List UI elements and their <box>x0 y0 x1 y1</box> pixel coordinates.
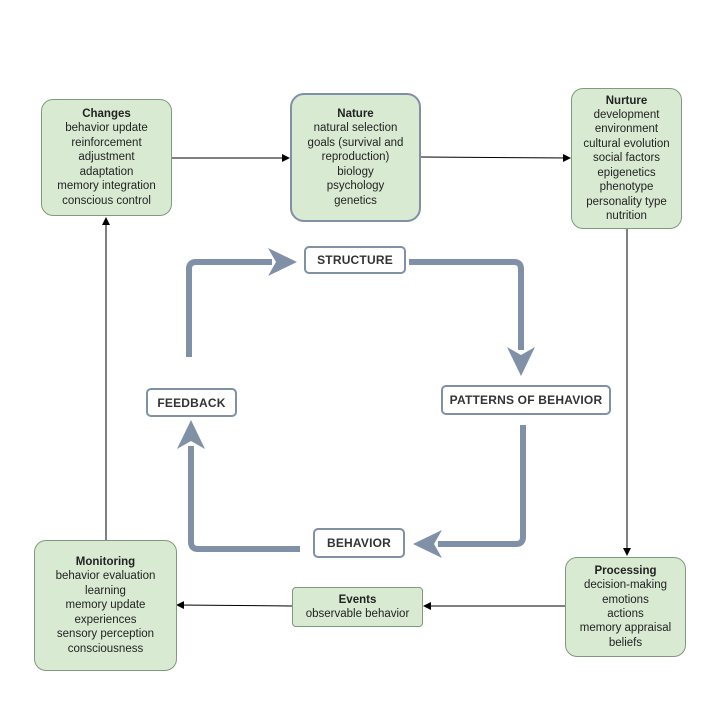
box-item: beliefs <box>608 636 643 649</box>
cycle-arrowhead-patterns <box>507 347 535 376</box>
box-item: behavior update <box>65 122 148 135</box>
box-item: cultural evolution <box>583 137 670 150</box>
box-item: emotions <box>602 593 649 606</box>
box-item: memory integration <box>57 180 156 193</box>
box-item: memory appraisal <box>579 622 672 635</box>
cycle-arrowhead-feedback <box>177 420 205 449</box>
arrow-events-to-monitoring <box>176 601 293 610</box>
box-item: psychology <box>326 180 385 193</box>
box-item: epigenetics <box>597 166 656 179</box>
box-item: behavior evaluation <box>55 570 156 583</box>
box-item: personality type <box>586 195 667 208</box>
arrow-nature-to-nurture <box>420 153 571 162</box>
behavior-label: BEHAVIOR <box>313 528 405 558</box>
box-item: conscious control <box>62 194 151 207</box>
box-item: nutrition <box>606 209 647 222</box>
box-item: learning <box>85 584 126 597</box>
box-item: goals (survival and <box>307 136 404 149</box>
box-item: adjustment <box>78 151 135 164</box>
box-item: experiences <box>74 613 137 626</box>
box-item: consciousness <box>67 642 144 655</box>
box-title: Monitoring <box>75 556 136 569</box>
box-item: natural selection <box>313 122 398 135</box>
cycle-arrow-patterns-to-behavior <box>438 425 526 547</box>
box-title: Nurture <box>605 94 648 107</box>
box-item: phenotype <box>599 181 654 194</box>
cycle-arrow-structure-to-patterns <box>409 259 524 350</box>
box-item: reinforcement <box>71 136 142 149</box>
cycle-arrowhead-structure <box>268 248 297 276</box>
box-title: Events <box>338 593 377 606</box>
box-item: observable behavior <box>305 608 410 620</box>
box-item: actions <box>607 608 644 620</box>
box-item: environment <box>594 123 659 136</box>
box-item: memory update <box>65 599 146 612</box>
box-item: decision-making <box>583 579 668 592</box>
box-item: genetics <box>334 194 377 207</box>
box-title: Nature <box>337 108 374 121</box>
box-title: Processing <box>594 564 657 577</box>
box-item: adaptation <box>79 165 134 178</box>
cycle-arrow-behavior-to-feedback <box>188 446 300 552</box>
cycle-arrowhead-behavior <box>413 530 442 558</box>
box-item: reproduction) <box>321 151 390 164</box>
box-item: biology <box>337 165 374 178</box>
patterns-of-behavior-label: PATTERNS OF BEHAVIOR <box>441 385 611 415</box>
structure-label: STRUCTURE <box>304 246 406 274</box>
box-item: social factors <box>592 152 661 165</box>
box-item: development <box>593 109 660 122</box>
events-box: Events observable behavior <box>292 587 423 627</box>
box-title: Changes <box>82 108 131 121</box>
cycle-arrow-feedback-to-structure <box>186 259 272 357</box>
box-item: sensory perception <box>56 628 155 641</box>
feedback-label: FEEDBACK <box>146 388 237 417</box>
